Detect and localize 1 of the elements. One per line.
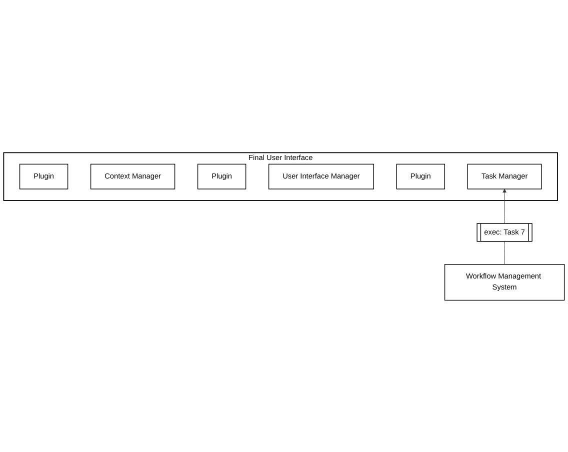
connector: [504, 240, 505, 264]
